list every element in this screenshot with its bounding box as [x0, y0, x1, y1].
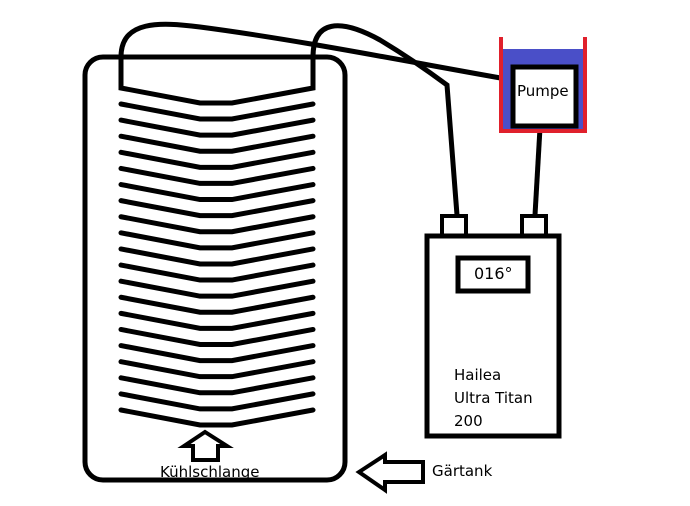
chiller-name-line-1: Hailea	[454, 366, 502, 384]
tank-label: Gärtank	[432, 462, 493, 480]
coil-winding	[118, 407, 316, 428]
coil-winding	[118, 278, 316, 299]
coil-winding	[118, 165, 316, 186]
coil-winding	[118, 391, 316, 412]
chiller-display	[455, 255, 531, 294]
coil-winding	[118, 117, 316, 138]
coil-winding	[118, 375, 316, 396]
hose-coil-to-chiller	[310, 23, 460, 216]
arrow-left-icon	[355, 451, 425, 494]
coil-winding	[118, 294, 316, 315]
chiller-name-line-2: Ultra Titan	[454, 389, 533, 407]
coil-winding	[118, 343, 316, 364]
pump-box[interactable]	[510, 64, 579, 129]
chiller-port-left	[440, 214, 468, 238]
coil-winding	[118, 198, 316, 219]
coil-winding	[118, 214, 316, 235]
coil-winding	[118, 262, 316, 283]
fermenter-tank	[82, 54, 348, 483]
coil-winding	[118, 359, 316, 380]
hose-coil-to-pump	[118, 21, 513, 83]
coil-winding	[118, 182, 316, 203]
pump-label: Pumpe	[517, 82, 569, 100]
coil-winding	[118, 230, 316, 251]
chiller-body[interactable]	[424, 233, 562, 439]
coil-label: Kühlschlange	[160, 463, 260, 481]
coil-winding	[118, 133, 316, 154]
coil-top-loop	[118, 57, 316, 106]
coil-windings	[118, 101, 316, 428]
coil-winding	[118, 310, 316, 331]
coil-winding	[118, 149, 316, 170]
chiller-port-right	[520, 214, 548, 238]
coil-winding	[118, 101, 316, 122]
chiller-name-line-3: 200	[454, 412, 483, 430]
coil-winding	[118, 246, 316, 267]
hose-pump-to-chiller	[532, 127, 543, 216]
pump-container-border	[499, 37, 587, 133]
arrow-up-icon	[177, 429, 234, 462]
chiller-display-value: 016°	[474, 264, 513, 283]
coil-winding	[118, 326, 316, 347]
